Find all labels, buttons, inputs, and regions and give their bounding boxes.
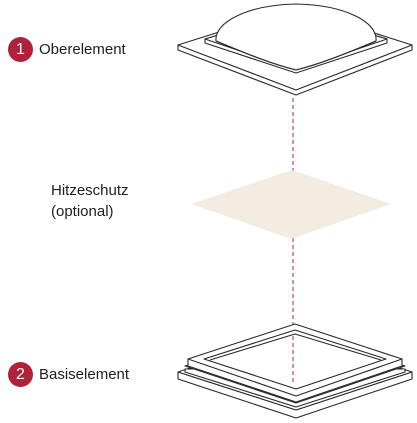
top-element-label: 1 Oberelement [8, 37, 126, 62]
base-element-text: Basiselement [39, 365, 130, 383]
number-badge-1: 1 [8, 37, 33, 62]
top-element-shape [177, 3, 413, 96]
base-element-label: 2 Basiselement [8, 362, 129, 387]
heat-shield-label: Hitzeschutz (optional) [51, 180, 161, 222]
number-badge-2: 2 [8, 362, 33, 387]
heat-shield-text: Hitzeschutz [51, 182, 129, 199]
heat-shield-optional-text: (optional) [51, 203, 114, 220]
base-element-shape [177, 323, 413, 419]
heat-shield-plate [191, 170, 391, 239]
top-element-text: Oberelement [39, 40, 126, 58]
